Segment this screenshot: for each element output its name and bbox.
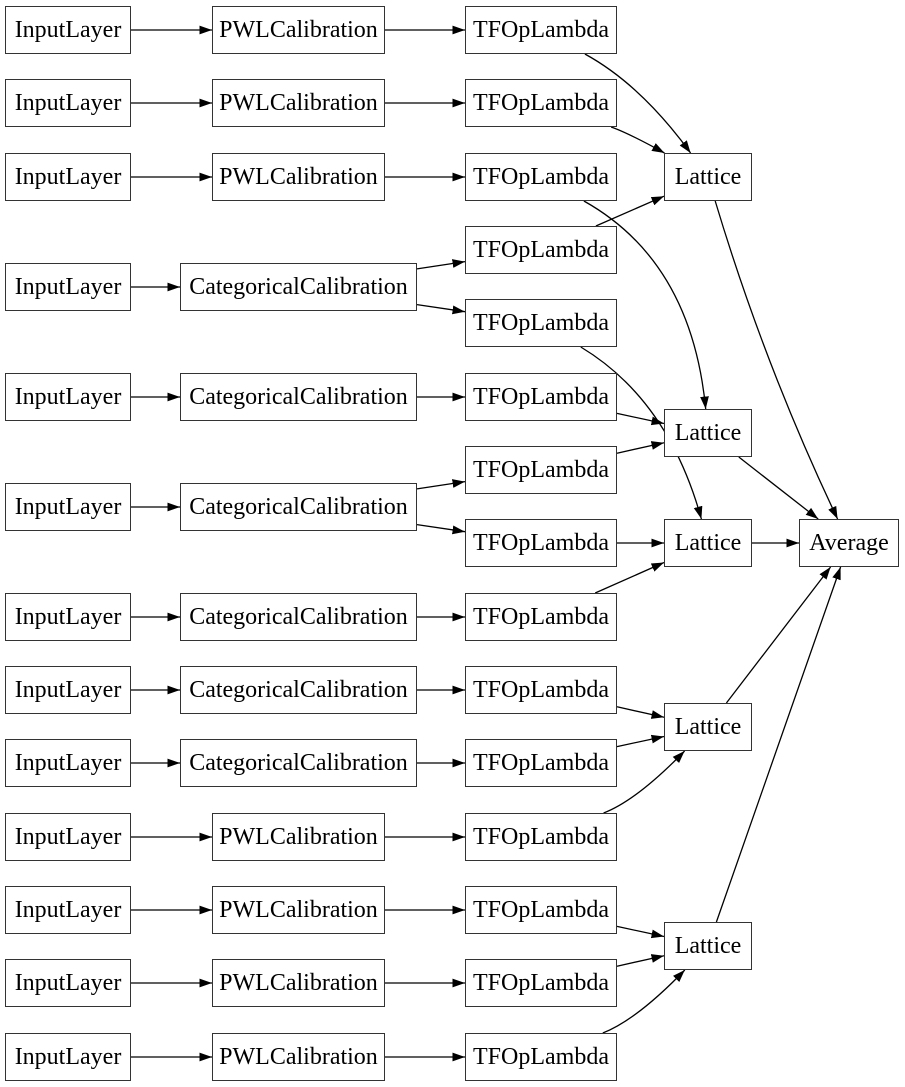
node-in06-inputlayer: InputLayer [5,483,131,531]
node-lat4-lattice: Lattice [664,703,752,751]
node-t12-tfoplambda: TFOpLambda [465,813,617,861]
node-in11-inputlayer: InputLayer [5,886,131,934]
node-in08-inputlayer: InputLayer [5,666,131,714]
node-lat3-lattice: Lattice [664,519,752,567]
node-in07-inputlayer: InputLayer [5,593,131,641]
node-t14-tfoplambda: TFOpLambda [465,959,617,1007]
edge-t14-to-lat5 [616,954,665,967]
node-pwl2-pwlcalibration: PWLCalibration [212,79,385,127]
node-in05-inputlayer: InputLayer [5,373,131,421]
node-t10-tfoplambda: TFOpLambda [465,666,617,714]
node-in04-inputlayer: InputLayer [5,263,131,311]
edge-t13-to-lat5 [616,925,665,939]
edge-t11-to-lat4 [616,734,665,748]
node-pwl3-pwlcalibration: PWLCalibration [212,153,385,201]
edge-group [131,25,842,1062]
node-t11-tfoplambda: TFOpLambda [465,739,617,787]
edge-t10-to-lat4 [616,706,665,719]
node-t15-tfoplambda: TFOpLambda [465,1033,617,1081]
node-cat4-categoricalcalibration: CategoricalCalibration [180,593,417,641]
edge-lat4-to-avg [725,566,832,704]
node-in13-inputlayer: InputLayer [5,1033,131,1081]
edge-lat2-to-avg [738,456,819,520]
edge-cat3-to-t07 [416,479,466,490]
edge-cat1-to-t04 [416,259,466,270]
node-t03-tfoplambda: TFOpLambda [465,153,617,201]
node-pwl5-pwlcalibration: PWLCalibration [212,886,385,934]
node-avg-average: Average [799,519,899,567]
node-in02-inputlayer: InputLayer [5,79,131,127]
node-lat2-lattice: Lattice [664,409,752,457]
node-pwl4-pwlcalibration: PWLCalibration [212,813,385,861]
node-t07-tfoplambda: TFOpLambda [465,446,617,494]
node-cat3-categoricalcalibration: CategoricalCalibration [180,483,417,531]
node-t13-tfoplambda: TFOpLambda [465,886,617,934]
node-in03-inputlayer: InputLayer [5,153,131,201]
node-in09-inputlayer: InputLayer [5,739,131,787]
node-cat6-categoricalcalibration: CategoricalCalibration [180,739,417,787]
edge-t06-to-lat2 [616,412,665,426]
node-in01-inputlayer: InputLayer [5,6,131,54]
node-pwl6-pwlcalibration: PWLCalibration [212,959,385,1007]
edge-t05-to-lat3 [580,346,703,520]
node-in12-inputlayer: InputLayer [5,959,131,1007]
node-cat5-categoricalcalibration: CategoricalCalibration [180,666,417,714]
node-cat1-categoricalcalibration: CategoricalCalibration [180,263,417,311]
node-lat1-lattice: Lattice [664,153,752,201]
node-in10-inputlayer: InputLayer [5,813,131,861]
edge-lat1-to-avg [714,200,839,520]
edge-cat3-to-t08 [416,523,466,535]
edge-t01-to-lat1 [584,53,692,154]
node-cat2-categoricalcalibration: CategoricalCalibration [180,373,417,421]
edge-t03-to-lat2 [583,200,709,410]
edge-cat1-to-t05 [416,303,466,315]
node-t02-tfoplambda: TFOpLambda [465,79,617,127]
edge-t04-to-lat1 [595,195,665,227]
node-t04-tfoplambda: TFOpLambda [465,226,617,274]
edge-t09-to-lat3 [594,561,665,594]
node-t05-tfoplambda: TFOpLambda [465,299,617,347]
node-pwl7-pwlcalibration: PWLCalibration [212,1033,385,1081]
edge-t02-to-lat1 [610,126,665,154]
node-t09-tfoplambda: TFOpLambda [465,593,617,641]
node-lat5-lattice: Lattice [664,922,752,970]
node-t08-tfoplambda: TFOpLambda [465,519,617,567]
edge-t15-to-lat5 [602,969,686,1034]
edge-t12-to-lat4 [603,750,686,814]
node-t06-tfoplambda: TFOpLambda [465,373,617,421]
edge-t07-to-lat2 [616,441,665,454]
node-t01-tfoplambda: TFOpLambda [465,6,617,54]
edge-lat5-to-avg [715,566,842,923]
node-pwl1-pwlcalibration: PWLCalibration [212,6,385,54]
